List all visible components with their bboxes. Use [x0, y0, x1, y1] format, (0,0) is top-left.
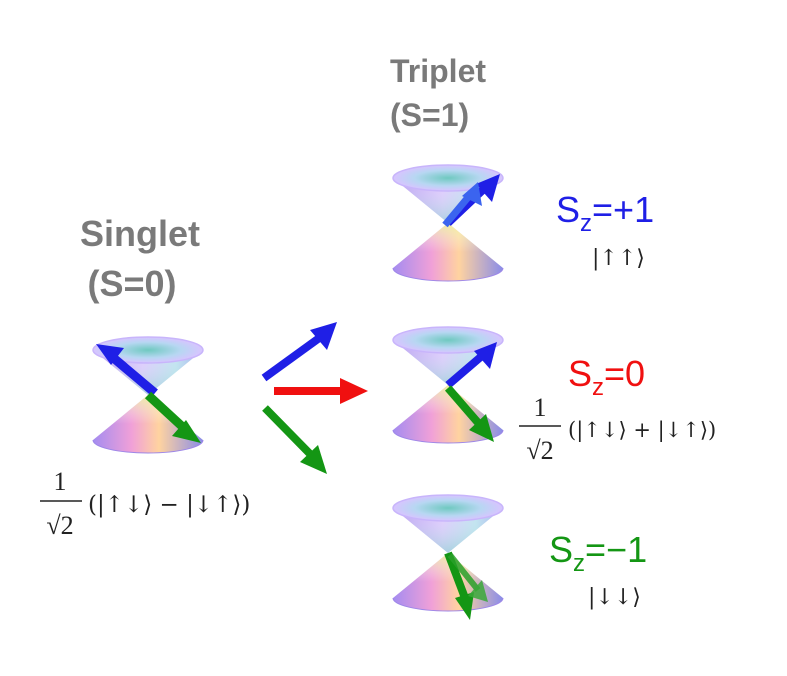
singlet-blue-arrowhead-icon — [96, 344, 124, 365]
transition-arrows — [261, 322, 368, 474]
zero-ket: (|↑↓⟩ + |↓↑⟩) — [568, 418, 716, 443]
minus-one-ket: |↓↓⟩ — [588, 585, 641, 610]
transition-green-arrowhead-icon — [300, 445, 327, 474]
plus-one-label-value: =+1 — [592, 189, 654, 230]
singlet-prefactor-denominator: √2 — [46, 511, 73, 540]
minus-one-second-arrowhead-icon — [468, 580, 488, 602]
triplet-title: Triplet — [390, 53, 486, 89]
zero-label: Sz=0 — [568, 353, 645, 401]
singlet-green-arrowhead-icon — [172, 420, 201, 443]
zero-label-main: S — [568, 353, 592, 394]
plus-one-label-main: S — [556, 189, 580, 230]
transition-green-arrow-shaft — [262, 405, 317, 461]
zero-prefactor-denominator: √2 — [526, 436, 553, 465]
singlet-title: Singlet — [80, 213, 200, 254]
singlet-subtitle: (S=0) — [87, 263, 176, 304]
singlet-spin-arrows — [96, 344, 201, 443]
triplet-subtitle: (S=1) — [390, 97, 469, 133]
zero-green-arrowhead-icon — [469, 414, 494, 442]
zero-label-sub: z — [592, 374, 604, 401]
plus-one-up-arrowhead-icon — [476, 174, 500, 202]
triplet-state-zero: Sz=0 1 √2 (|↑↓⟩ + |↓↑⟩) — [392, 326, 716, 465]
minus-one-label-main: S — [549, 529, 573, 570]
minus-one-second-arrow-shaft — [447, 553, 481, 592]
singlet-prefactor-numerator: 1 — [54, 467, 67, 496]
triplet-state-plus-one: Sz=+1 |↑↑⟩ — [392, 164, 654, 282]
zero-blue-arrowhead-icon — [474, 342, 497, 369]
plus-one-label: Sz=+1 — [556, 189, 654, 237]
minus-one-label-sub: z — [573, 550, 585, 577]
singlet-blue-arrow-shaft — [107, 351, 158, 397]
transition-blue-arrowhead-icon — [310, 322, 337, 350]
zero-label-value: =0 — [604, 353, 645, 394]
triplet-state-minus-one: Sz=−1 |↓↓⟩ — [392, 494, 647, 620]
singlet-green-arrow-shaft — [144, 391, 190, 434]
minus-one-label-value: =−1 — [585, 529, 647, 570]
singlet-formula: 1 √2 (|↑↓⟩ − |↓↑⟩) — [40, 467, 250, 540]
plus-one-second-arrowhead-icon — [462, 182, 482, 206]
plus-one-second-arrow-shaft — [442, 192, 473, 228]
zero-green-arrow-shaft — [444, 385, 484, 428]
minus-one-label: Sz=−1 — [549, 529, 647, 577]
zero-prefactor-numerator: 1 — [534, 393, 547, 422]
zero-blue-arrow-shaft — [445, 351, 486, 389]
transition-red-arrowhead-icon — [340, 378, 368, 404]
minus-one-down-arrowhead-icon — [455, 592, 474, 620]
triplet-minus-one-double-cone-icon — [392, 494, 504, 612]
transition-blue-arrow-shaft — [261, 332, 325, 382]
plus-one-ket: |↑↑⟩ — [592, 246, 645, 271]
plus-one-label-sub: z — [580, 210, 592, 237]
singlet-state: (|↑↓⟩ − |↓↑⟩) — [88, 492, 250, 518]
